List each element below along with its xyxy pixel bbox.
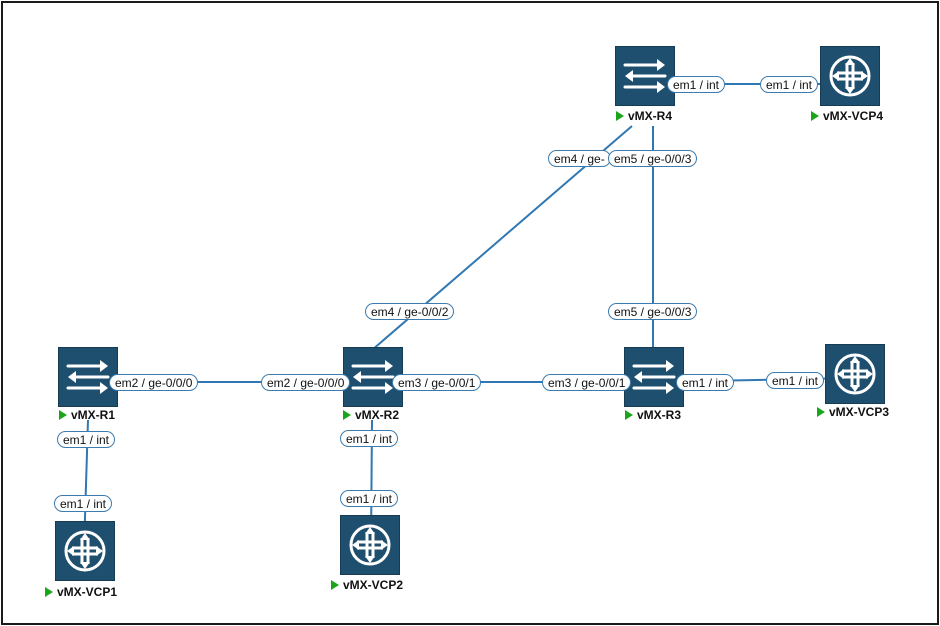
running-indicator-icon: [45, 587, 53, 597]
node-vmx-vcp2[interactable]: [340, 515, 400, 575]
node-label-vmx-vcp2: vMX-VCP2: [331, 578, 403, 592]
node-vmx-vcp4[interactable]: [820, 46, 880, 106]
router-arrows-icon: [64, 530, 106, 572]
node-label-vmx-vcp4: vMX-VCP4: [811, 109, 883, 123]
router-arrows-icon: [829, 55, 871, 97]
iface-label-vcp2-to-r2[interactable]: em1 / int: [340, 490, 399, 507]
node-label-vmx-vcp1: vMX-VCP1: [45, 585, 117, 599]
running-indicator-icon: [343, 410, 351, 420]
iface-label-r2-to-r3[interactable]: em3 / ge-0/0/1: [392, 374, 482, 391]
node-name: vMX-R4: [628, 109, 673, 123]
iface-label-r3-to-vcp3[interactable]: em1 / int: [676, 374, 735, 391]
node-label-vmx-r1: vMX-R1: [59, 408, 115, 422]
iface-label-r4-to-r2[interactable]: em4 / ge-: [548, 150, 611, 167]
node-vmx-r1[interactable]: [58, 347, 118, 407]
node-name: vMX-R3: [637, 408, 682, 422]
switch-arrows-icon: [66, 360, 110, 394]
node-name: vMX-VCP3: [829, 405, 890, 419]
running-indicator-icon: [59, 410, 67, 420]
node-name: vMX-VCP4: [823, 109, 884, 123]
iface-label-r3-to-r4[interactable]: em5 / ge-0/0/3: [608, 303, 698, 320]
iface-label-vcp4-to-r4[interactable]: em1 / int: [760, 76, 819, 93]
running-indicator-icon: [331, 580, 339, 590]
iface-label-r2-to-r4[interactable]: em4 / ge-0/0/2: [365, 303, 455, 320]
node-label-vmx-vcp3: vMX-VCP3: [817, 405, 889, 419]
switch-arrows-icon: [623, 59, 667, 93]
node-vmx-r4[interactable]: [615, 46, 675, 106]
node-name: vMX-VCP1: [57, 585, 118, 599]
iface-label-r2-to-vcp2[interactable]: em1 / int: [340, 430, 399, 447]
node-label-vmx-r4: vMX-R4: [616, 109, 672, 123]
iface-label-r3-to-r2[interactable]: em3 / ge-0/0/1: [542, 374, 632, 391]
node-name: vMX-VCP2: [343, 578, 404, 592]
running-indicator-icon: [817, 407, 825, 417]
iface-label-vcp3-to-r3[interactable]: em1 / int: [766, 372, 825, 389]
router-arrows-icon: [834, 353, 876, 395]
iface-label-r4-to-r3[interactable]: em5 / ge-0/0/3: [608, 150, 698, 167]
running-indicator-icon: [616, 111, 624, 121]
node-vmx-vcp3[interactable]: [825, 344, 885, 404]
router-arrows-icon: [349, 524, 391, 566]
node-label-vmx-r2: vMX-R2: [343, 408, 399, 422]
iface-label-r4-to-vcp4[interactable]: em1 / int: [667, 76, 726, 93]
switch-arrows-icon: [632, 360, 676, 394]
iface-label-vcp1-to-r1[interactable]: em1 / int: [54, 495, 113, 512]
iface-label-r1-to-r2[interactable]: em2 / ge-0/0/0: [109, 374, 199, 391]
node-vmx-r3[interactable]: [624, 347, 684, 407]
node-name: vMX-R1: [71, 408, 116, 422]
running-indicator-icon: [811, 111, 819, 121]
node-vmx-vcp1[interactable]: [55, 521, 115, 581]
node-label-vmx-r3: vMX-R3: [625, 408, 681, 422]
iface-label-r2-to-r1[interactable]: em2 / ge-0/0/0: [261, 374, 351, 391]
switch-arrows-icon: [351, 360, 395, 394]
node-name: vMX-R2: [355, 408, 400, 422]
running-indicator-icon: [625, 410, 633, 420]
iface-label-r1-to-vcp1[interactable]: em1 / int: [57, 431, 116, 448]
